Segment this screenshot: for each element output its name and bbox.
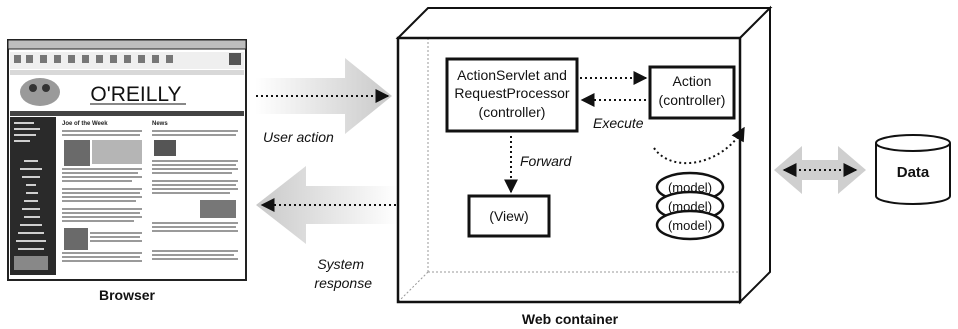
action-controller-box: Action (controller) [648,65,736,120]
news-image-icon [154,140,176,156]
data-store-cylinder-icon: Data [875,134,951,205]
execute-label: Execute [593,115,644,131]
view-label: (View) [489,208,528,224]
page-heading-right: News [152,121,168,127]
page-heading-left: Joe of the Week [62,121,108,127]
tarsier-logo-icon [20,78,60,106]
address-bar [10,70,244,75]
oreilly-brand: O'REILLY [90,83,181,106]
controller-label-2: RequestProcessor [454,85,570,101]
model-label: (model) [668,218,712,233]
browser-titlebar [7,39,247,50]
data-link-arrow [774,146,866,194]
toolbar-icons [14,53,241,65]
user-action-arrow: User action [255,58,392,145]
browser-window: O'REILLY Joe of the Week [7,39,247,303]
browser-label: Browser [99,287,156,303]
execute-arrow [653,126,745,165]
right-text-lines [152,130,238,260]
system-response-label-2: response [314,275,372,291]
user-action-label: User action [263,129,334,145]
nav-strip [10,111,244,116]
web-container-label: Web container [522,311,619,327]
system-response-label-1: System [317,256,364,272]
left-nav-links [14,122,48,270]
model-label: (model) [668,199,712,214]
center-text-lines [62,130,142,262]
actionservlet-controller-box: ActionServlet and RequestProcessor (cont… [445,57,579,133]
book-cover-icon [64,228,88,250]
web-container: Web container [395,5,773,327]
model-label: (model) [668,180,712,195]
data-store-label: Data [897,164,930,181]
news-image-icon [200,200,236,218]
controller-label-1: ActionServlet and [457,67,567,83]
view-box: (View) [467,194,551,238]
system-response-arrow: System response [256,166,398,291]
book-cover-icon [64,140,90,166]
controller-label-3: (controller) [479,104,546,120]
model-stack: (model) (model) (model) [655,171,725,241]
action-label-2: (controller) [659,92,726,108]
action-label-1: Action [673,73,712,89]
forward-label: Forward [520,153,573,169]
